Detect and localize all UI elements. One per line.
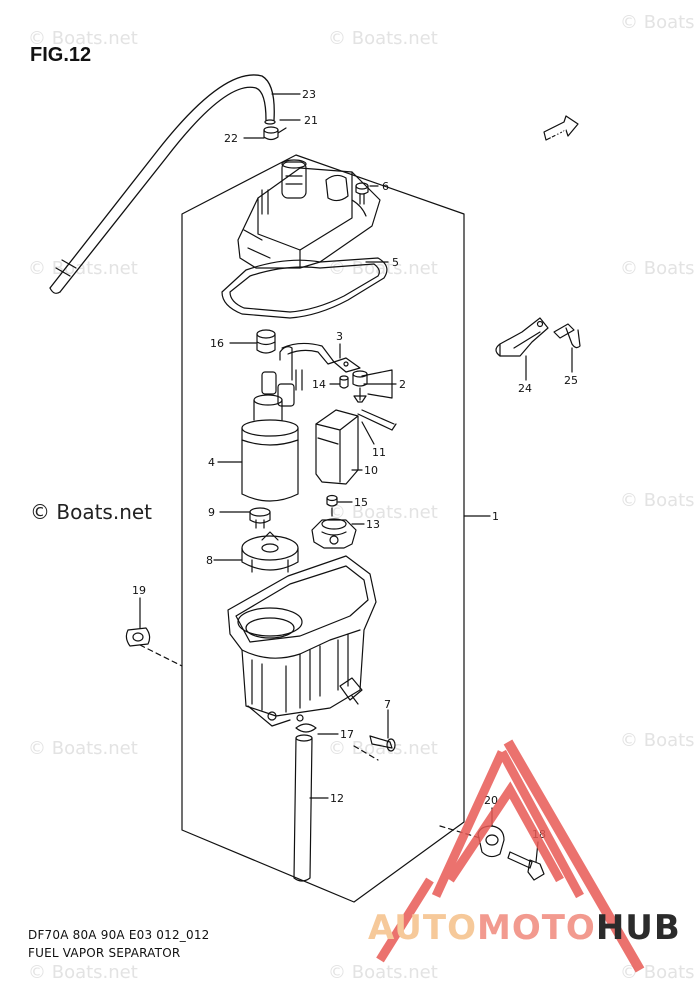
- callout-10: 10: [364, 464, 378, 477]
- filter: [315, 409, 397, 485]
- callout-25: 25: [564, 374, 578, 387]
- fwd-label: FWD: [548, 125, 568, 141]
- screw-14: [339, 375, 349, 389]
- diagram-code: DF70A 80A 90A E03 012_012: [28, 928, 210, 942]
- callout-17: 17: [340, 728, 354, 741]
- callout-14: 14: [312, 378, 326, 391]
- bolt-25: [553, 323, 581, 349]
- callout-9: 9: [208, 506, 215, 519]
- callout-13: 13: [366, 518, 380, 531]
- callout-24: 24: [518, 382, 532, 395]
- watermark: © Boats.net: [620, 258, 696, 279]
- separator-cover: [221, 159, 388, 319]
- watermark: © Boats.net: [328, 962, 438, 983]
- callout-4: 4: [208, 456, 215, 469]
- figure-title: FIG.12: [30, 44, 92, 66]
- callout-5: 5: [392, 256, 399, 269]
- mount-bracket: [495, 317, 549, 357]
- callout-7: 7: [384, 698, 391, 711]
- watermark: © Boats.net: [328, 502, 438, 523]
- clamp-17: [295, 723, 317, 733]
- screw: [355, 182, 369, 205]
- callout-19: 19: [132, 584, 146, 597]
- watermark: © Boats.net: [328, 28, 438, 49]
- brand-logo-triangle: [376, 739, 645, 973]
- grommet: [256, 329, 276, 354]
- callout-2: 2: [399, 378, 406, 391]
- bracket: [333, 357, 361, 373]
- watermark: © Boats.net: [328, 738, 438, 759]
- pressure-regulator: [311, 518, 357, 549]
- watermark: © Boats.net: [28, 28, 138, 49]
- watermark: © Boats.net: [28, 962, 138, 983]
- hose-clamp: [263, 126, 287, 141]
- callout-21: 21: [304, 114, 318, 127]
- brand-part-moto: MOTO: [476, 908, 596, 948]
- callout-22: 22: [224, 132, 238, 145]
- assembly-outline: [181, 154, 465, 903]
- grommet-19: [125, 627, 151, 647]
- watermark: © Boats.net: [328, 258, 438, 279]
- callout-20: 20: [484, 794, 498, 807]
- brand-part-auto: AUTO: [368, 908, 477, 948]
- drain-hose: [293, 734, 313, 882]
- callout-8: 8: [206, 554, 213, 567]
- watermark: © Boats.net: [620, 730, 696, 751]
- callout-23: 23: [302, 88, 316, 101]
- watermark-main: © Boats.net: [30, 500, 153, 524]
- callout-15: 15: [354, 496, 368, 509]
- bolt-7: [369, 735, 396, 752]
- callout-6: 6: [382, 180, 389, 193]
- o-ring: [249, 507, 271, 529]
- callout-1: 1: [492, 510, 499, 523]
- watermark: © Boats.net: [620, 490, 696, 511]
- screw-15: [326, 494, 338, 517]
- separator-housing: [227, 555, 377, 727]
- bolt-18: [507, 851, 545, 881]
- watermark: © Boats.net: [620, 12, 696, 33]
- fwd-arrow: [543, 115, 579, 141]
- callout-3: 3: [336, 330, 343, 343]
- callout-16: 16: [210, 337, 224, 350]
- vapor-hose: [49, 74, 276, 294]
- pump-holder: [241, 531, 299, 573]
- watermark: © Boats.net: [28, 738, 138, 759]
- brand-wordmark: AUTOMOTOHUB: [368, 908, 681, 948]
- watermark: © Boats.net: [28, 258, 138, 279]
- diagram-caption: FUEL VAPOR SEPARATOR: [28, 946, 181, 960]
- callout-11: 11: [372, 446, 386, 459]
- callout-12: 12: [330, 792, 344, 805]
- brand-part-hub: HUB: [595, 908, 681, 948]
- fuel-pump: [241, 342, 335, 502]
